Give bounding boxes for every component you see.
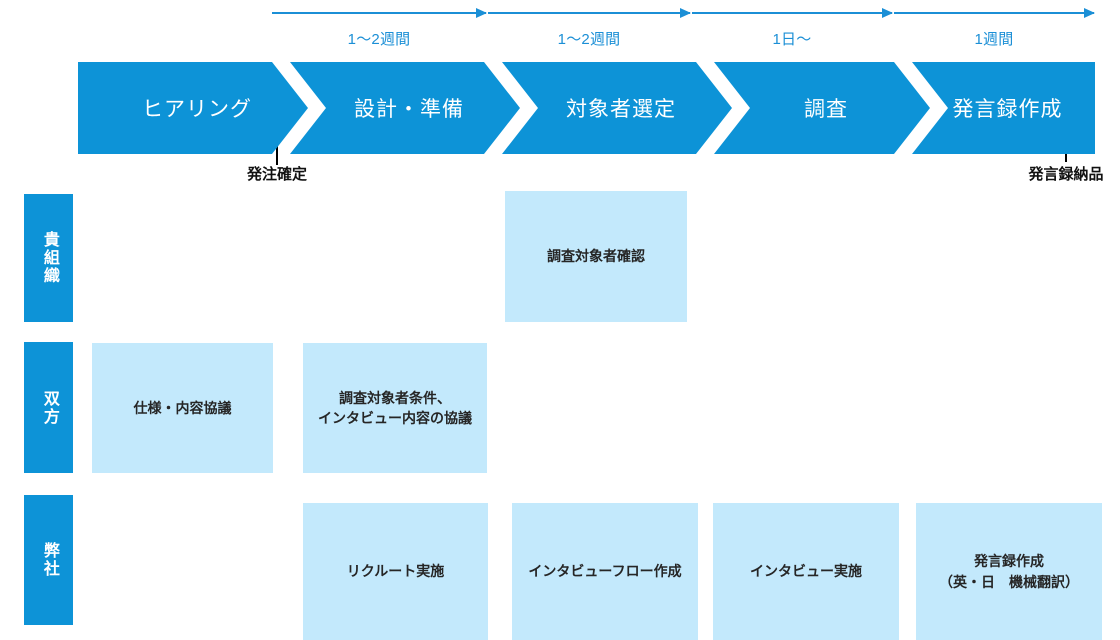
task-box[interactable]: 発言録作成 （英・日 機械翻訳） [916,503,1102,640]
timeline-arrow-3 [692,8,893,18]
swimlane-label-1: 貴組織 [24,194,73,322]
timeline-arrowhead-icon [476,8,487,18]
swimlane-label-2: 双方 [24,342,73,473]
swimlane-label-3: 弊社 [24,495,73,625]
task-box[interactable]: 調査対象者条件、 インタビュー内容の協議 [303,343,487,473]
process-phase-label: 設計・準備 [354,98,464,121]
task-box[interactable]: リクルート実施 [303,503,488,640]
process-phase-label: 調査 [804,98,848,121]
process-chevron-band: ヒアリング 設計・準備 対象者選定 調査 発言録作成 [78,62,1095,154]
timeline-arrow-2 [488,8,691,18]
duration-label-1: 1〜2週間 [347,31,411,48]
timeline-arrow-line [272,12,486,14]
swimlane-label-text: 弊社 [40,542,58,578]
milestone-label-1: 発注確定 [246,166,308,183]
process-phase-4[interactable]: 調査 [714,62,930,154]
task-label: 発言録作成 （英・日 機械翻訳） [939,553,1079,590]
process-phase-label: ヒアリング [142,98,252,121]
timeline-arrow-line [894,12,1094,14]
duration-label-4: 1週間 [974,31,1014,48]
process-phase-2[interactable]: 設計・準備 [290,62,520,154]
process-phase-1[interactable]: ヒアリング [78,62,308,154]
timeline-arrowhead-icon [882,8,893,18]
swimlane-label-text: 貴組織 [40,231,58,285]
timeline-arrow-4 [894,8,1095,18]
process-phase-3[interactable]: 対象者選定 [502,62,732,154]
timeline-arrow-line [488,12,690,14]
process-phase-label: 対象者選定 [566,98,676,121]
timeline-arrowhead-icon [680,8,691,18]
task-label: インタビューフロー作成 [528,563,682,580]
duration-timeline: 1〜2週間 1〜2週間 1日〜 1週間 [0,0,1120,56]
process-phase-label: 発言録作成 [952,98,1063,121]
task-label: 仕様・内容協議 [133,399,232,416]
process-phase-5[interactable]: 発言録作成 [912,62,1095,154]
milestone-label-2: 発言録納品 [1028,166,1104,183]
timeline-arrow-line [692,12,892,14]
duration-label-3: 1日〜 [772,31,812,48]
task-box[interactable]: インタビューフロー作成 [512,503,698,640]
swimlane-label-text: 双方 [40,389,58,426]
duration-label-2: 1〜2週間 [557,31,621,48]
task-box[interactable]: インタビュー実施 [713,503,899,640]
task-box[interactable]: 仕様・内容協議 [92,343,273,473]
task-label: 調査対象者条件、 インタビュー内容の協議 [318,389,472,426]
timeline-arrow-1 [272,8,487,18]
task-label: リクルート実施 [346,563,445,580]
task-label: 調査対象者確認 [547,248,645,265]
task-label: インタビュー実施 [750,563,862,580]
task-box[interactable]: 調査対象者確認 [505,191,687,322]
timeline-arrowhead-icon [1084,8,1095,18]
